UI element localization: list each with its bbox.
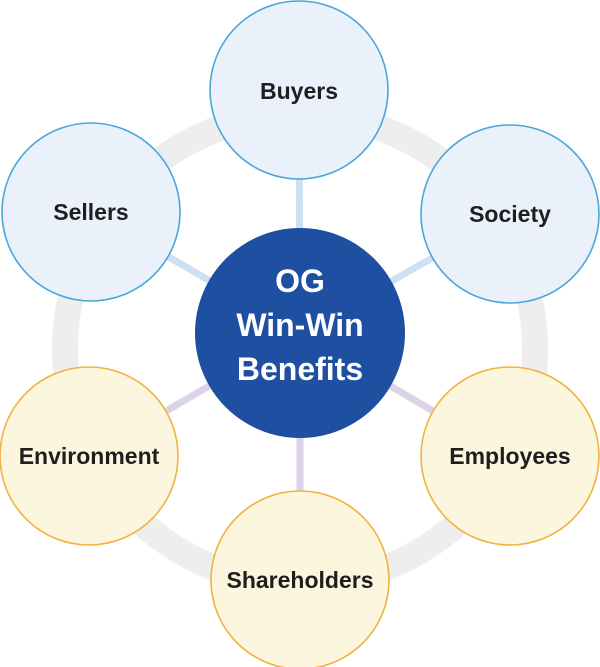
node-circle-environment	[0, 366, 179, 546]
node-label-shareholders: Shareholders	[227, 567, 374, 593]
node-circle-society	[420, 124, 600, 304]
center-circle	[195, 228, 405, 438]
center-line-og: OG	[275, 263, 325, 299]
node-buyers: Buyers	[209, 0, 389, 180]
node-society: Society	[420, 124, 600, 304]
node-circle-shareholders	[210, 490, 390, 667]
node-label-buyers: Buyers	[260, 78, 338, 104]
node-shareholders: Shareholders	[210, 490, 390, 667]
node-label-society: Society	[469, 201, 551, 227]
node-sellers: Sellers	[1, 122, 181, 302]
node-label-employees: Employees	[449, 443, 570, 469]
center-line-win-win: Win-Win	[236, 307, 363, 343]
node-circle-sellers	[1, 122, 181, 302]
center-line-benefits: Benefits	[237, 351, 363, 387]
node-label-environment: Environment	[19, 443, 160, 469]
node-environment: Environment	[0, 366, 179, 546]
node-circle-buyers	[209, 0, 389, 180]
center-hub: OG Win-Win Benefits	[195, 228, 405, 438]
node-label-sellers: Sellers	[53, 199, 128, 225]
node-employees: Employees	[420, 366, 600, 546]
node-circle-employees	[420, 366, 600, 546]
